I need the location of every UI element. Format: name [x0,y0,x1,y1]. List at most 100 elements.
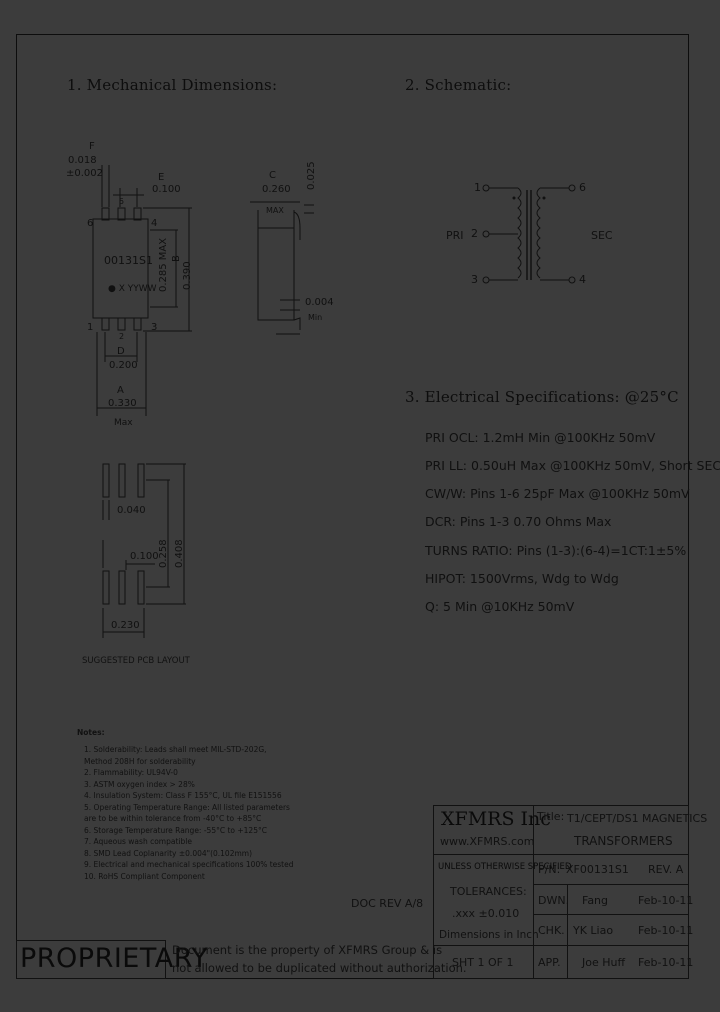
dim-e-label: E [158,172,165,183]
app-name: Joe Huff [582,956,626,969]
schematic-pin-3: 3 [471,273,478,286]
chk-name: YK Liao [573,924,614,937]
chk-cell: YK Liao Feb-10-11 [567,914,693,946]
dwn-label: DWN. [538,894,570,907]
app-label-cell: APP. [533,945,568,979]
dim-f-label: F [89,141,95,152]
company-website: www.XFMRS.com [440,835,535,848]
date-code-marking: ● X YYWW [108,284,157,294]
dim-004-min: Min [308,313,323,322]
dim-a-label: A [117,385,124,396]
spec-turns-ratio: TURNS RATIO: Pins (1-3):(6-4)=1CT:1±5% [425,543,687,558]
dim-c-value: 0.260 [262,184,291,195]
drawing-frame [16,34,689,979]
dwn-name: Fang [582,894,609,907]
company-name: XFMRS Inc [441,808,551,830]
notes-list: 1. Solderability: Leads shall meet MIL-S… [84,744,294,882]
proprietary-text-2: not allowed to be duplicated without aut… [172,961,467,975]
pin-1-label: 1 [87,322,94,333]
app-label: APP. [538,956,561,969]
electrical-specs-heading: 3. Electrical Specifications: @25°C [405,388,679,406]
app-cell: Joe Huff Feb-10-11 [567,945,693,979]
title-cell: Title: T1/CEPT/DS1 MAGNETICS TRANSFORMER… [533,805,707,855]
notes-title: Notes: [77,728,105,737]
spec-leakage: PRI LL: 0.50uH Max @100KHz 50mV, Short S… [425,458,720,473]
unless-specified: UNLESS OTHERWISE SPECIFIED [438,862,572,872]
dim-d-label: D [117,346,125,357]
schematic-heading: 2. Schematic: [405,76,512,94]
dim-a-max: Max [114,418,133,428]
spec-hipot: HIPOT: 1500Vrms, Wdg to Wdg [425,571,619,586]
dwn-cell: Fang Feb-10-11 [567,884,693,915]
pcb-dim-258: 0.258 [158,539,169,568]
title-line-2: TRANSFORMERS [574,834,673,848]
note-item: 8. SMD Lead Coplanarity ±0.004"(0.102mm) [84,848,253,858]
note-item: 5. Operating Temperature Range: All list… [84,802,290,812]
title-line-1: T1/CEPT/DS1 MAGNETICS [567,812,708,825]
dwn-date: Feb-10-11 [638,894,694,907]
schematic-pin-4: 4 [579,273,586,286]
secondary-label: SEC [591,229,613,242]
pcb-dim-040: 0.040 [117,505,146,516]
primary-label: PRI [446,229,464,242]
part-marking: 00131S1 [104,254,153,267]
dim-f-tolerance: ±0.002 [66,168,104,179]
pcb-dim-100: 0.100 [130,551,159,562]
note-item: are to be within tolerance from -40°C to… [84,814,262,823]
note-item: 1. Solderability: Leads shall meet MIL-S… [84,745,267,754]
spec-capacitance: CW/W: Pins 1-6 25pF Max @100KHz 50mV [425,486,690,501]
dim-b-label: B [171,255,182,262]
schematic-pin-2: 2 [471,227,478,240]
tolerance-value: .xxx ±0.010 [452,907,520,920]
dim-c-label: C [269,170,276,181]
tolerances-label: TOLERANCES: [450,885,527,898]
dim-025: 0.025 [306,161,317,190]
note-item: 4. Insulation System: Class F 155°C, UL … [84,791,282,800]
part-number: XF00131S1 [566,863,629,876]
chk-date: Feb-10-11 [638,924,694,937]
chk-label-cell: CHK. [533,914,568,946]
pn-cell: P/N: XF00131S1 REV. A [533,854,689,885]
pcb-dim-230: 0.230 [111,620,140,631]
pn-label: P/N: [538,863,561,876]
revision: REV. A [648,863,684,876]
dim-b-value: 0.390 [182,261,193,290]
note-item: 9. Electrical and mechanical specificati… [84,860,294,869]
note-item: 6. Storage Temperature Range: -55°C to +… [84,825,267,835]
chk-label: CHK. [538,924,565,937]
dim-c-max: MAX [266,206,284,215]
sheet-number: SHT 1 OF 1 [452,956,514,969]
proprietary-text-1: Document is the property of XFMRS Group … [172,943,443,957]
note-item: 2. Flammability: UL94V-0 [84,768,178,777]
dwn-label-cell: DWN. [533,884,570,915]
dim-d-value: 0.200 [109,360,138,371]
dim-285-max: 0.285 MAX [158,237,169,292]
note-item: 3. ASTM oxygen index > 28% [84,779,195,789]
spec-ocl: PRI OCL: 1.2mH Min @100KHz 50mV [425,430,656,445]
note-item: Method 208H for solderability [84,756,196,766]
doc-revision: DOC REV A/8 [351,897,424,910]
pin-2-label: 2 [119,332,125,341]
title-label: Title: [537,810,565,823]
dimensions-unit: Dimensions in Inch [439,929,539,941]
dim-e-value: 0.100 [152,184,181,195]
pin-3-label: 3 [151,322,158,333]
dim-a-value: 0.330 [108,398,137,409]
pin-6-label: 6 [87,218,94,229]
dim-f-value: 0.018 [68,155,97,166]
pcb-layout-caption: SUGGESTED PCB LAYOUT [82,656,190,666]
note-item: 10. RoHS Compliant Component [84,871,205,881]
app-date: Feb-10-11 [638,956,694,969]
schematic-pin-6: 6 [579,181,586,194]
spec-q: Q: 5 Min @10KHz 50mV [425,599,575,614]
pin-5-label: 5 [119,197,125,206]
spec-dcr: DCR: Pins 1-3 0.70 Ohms Max [425,514,612,529]
note-item: 7. Aqueous wash compatible [84,837,192,846]
proprietary-cell: PROPRIETARY [16,940,208,979]
schematic-pin-1: 1 [474,181,481,194]
proprietary-label: PROPRIETARY [20,943,209,974]
company-cell: XFMRS Inc www.XFMRS.com [433,805,551,855]
mech-dimensions-heading: 1. Mechanical Dimensions: [67,76,278,94]
pcb-dim-408: 0.408 [174,539,185,568]
